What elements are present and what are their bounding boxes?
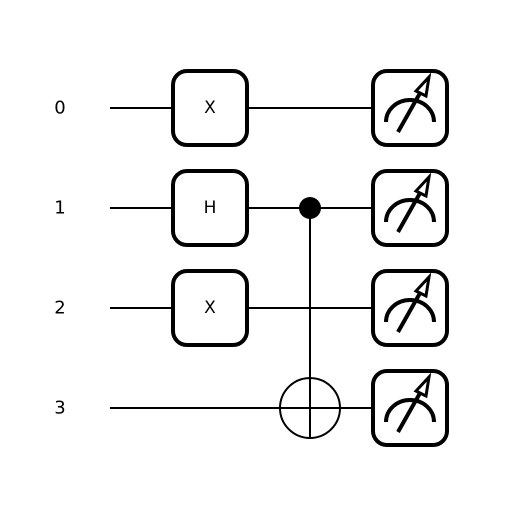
measure-gate-q0 (371, 69, 449, 147)
gate-box (171, 269, 249, 347)
meter-arc (384, 198, 436, 223)
meter-arrowhead (413, 72, 432, 99)
gate-label: X (204, 298, 216, 318)
meter-icon (384, 72, 436, 133)
qubit-label-1: 1 (54, 198, 65, 219)
measure-gate-q3 (371, 369, 449, 447)
meter-arrowhead (413, 172, 432, 199)
cnot-target-icon (279, 377, 341, 439)
gate-label: X (204, 98, 216, 118)
meter-arrowhead (413, 272, 432, 299)
meter-arc (384, 398, 436, 423)
gate-box (171, 169, 249, 247)
gate-x-q0: X (171, 69, 249, 147)
gate-box (171, 69, 249, 147)
meter-arc (384, 98, 436, 123)
qubit-label-3: 3 (54, 398, 65, 419)
gate-h-q1: H (171, 169, 249, 247)
qubit-label-2: 2 (54, 298, 65, 319)
measure-gate-q1 (371, 169, 449, 247)
meter-icon (384, 272, 436, 333)
gate-label: H (204, 198, 217, 218)
meter-icon (384, 372, 436, 433)
meter-arrowhead (413, 372, 432, 399)
meter-arc (384, 298, 436, 323)
control-dot-icon (299, 197, 321, 219)
gate-x-q2: X (171, 269, 249, 347)
qubit-label-0: 0 (54, 98, 65, 119)
meter-icon (384, 172, 436, 233)
measure-gate-q2 (371, 269, 449, 347)
